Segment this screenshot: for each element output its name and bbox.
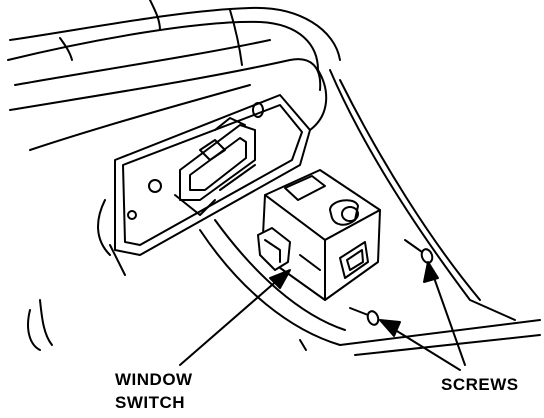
- window-switch-label-line2: SWITCH: [115, 393, 186, 412]
- arrow-screw-lower: [379, 319, 461, 371]
- switch-bezel: [97, 94, 311, 276]
- screws-label: SCREWS: [441, 375, 519, 394]
- window-switch-label-line1: WINDOW: [115, 370, 193, 389]
- screw-upper: [404, 239, 434, 264]
- armrest: [7, 0, 341, 151]
- arrow-window-switch: [179, 269, 291, 366]
- mounting-bracket: [174, 117, 256, 216]
- window-switch: [257, 169, 381, 301]
- screw-lower: [349, 307, 380, 326]
- arrow-screw-upper: [423, 261, 466, 366]
- door-trim-panel: [27, 69, 541, 356]
